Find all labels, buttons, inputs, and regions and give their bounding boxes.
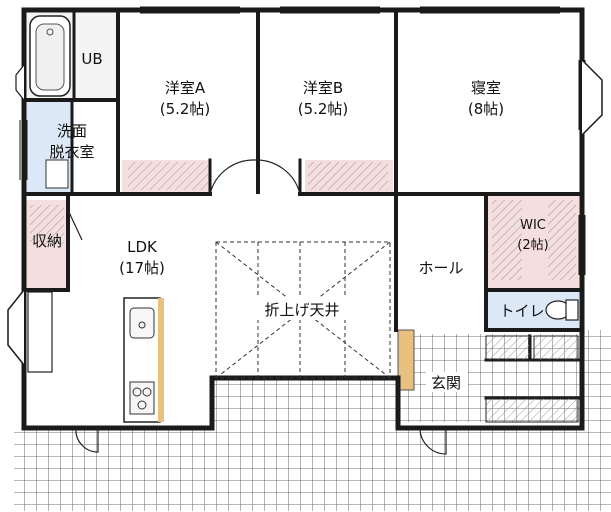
terrace (14, 330, 611, 511)
label-western-b-size: (5.2帖) (298, 100, 349, 118)
bathtub (29, 15, 71, 97)
label-wic: WIC (520, 218, 546, 233)
bay-window-left (7, 289, 25, 366)
label-washroom-2: 脱衣室 (49, 143, 94, 161)
shoe-cabinet (485, 335, 531, 361)
doors (67, 159, 487, 455)
label-bedroom-size: (8帖) (468, 100, 504, 118)
shoe-cabinet-2 (533, 335, 579, 361)
label-western-a-size: (5.2帖) (160, 100, 211, 118)
genkan-closet (485, 397, 579, 423)
label-storage: 収納 (32, 232, 62, 250)
label-toilet: トイレ (499, 302, 544, 320)
windows (19, 6, 586, 275)
label-hall: ホール (418, 259, 463, 277)
toilet-fixture (545, 299, 579, 321)
ldk-cabinet (27, 291, 53, 373)
walls (21, 7, 585, 431)
ceiling-lines (215, 241, 391, 379)
label-ldk-size: (17帖) (119, 259, 165, 277)
wash-basin (45, 159, 69, 189)
label-entrance: 玄関 (431, 374, 461, 392)
label-western-a: 洋室A (165, 79, 206, 97)
label-western-b: 洋室B (303, 79, 343, 97)
label-wic-size: (2帖) (517, 238, 548, 253)
genkan-step (397, 329, 415, 391)
label-washroom-1: 洗面 (57, 122, 87, 140)
bay-window-right (581, 59, 603, 136)
kitchen-counter (123, 297, 164, 423)
label-bedroom: 寝室 (471, 79, 501, 97)
label-ceiling: 折上げ天井 (264, 301, 339, 319)
bay-window-left-top (15, 64, 25, 101)
label-ub: UB (81, 50, 102, 68)
label-ldk: LDK (127, 238, 158, 256)
